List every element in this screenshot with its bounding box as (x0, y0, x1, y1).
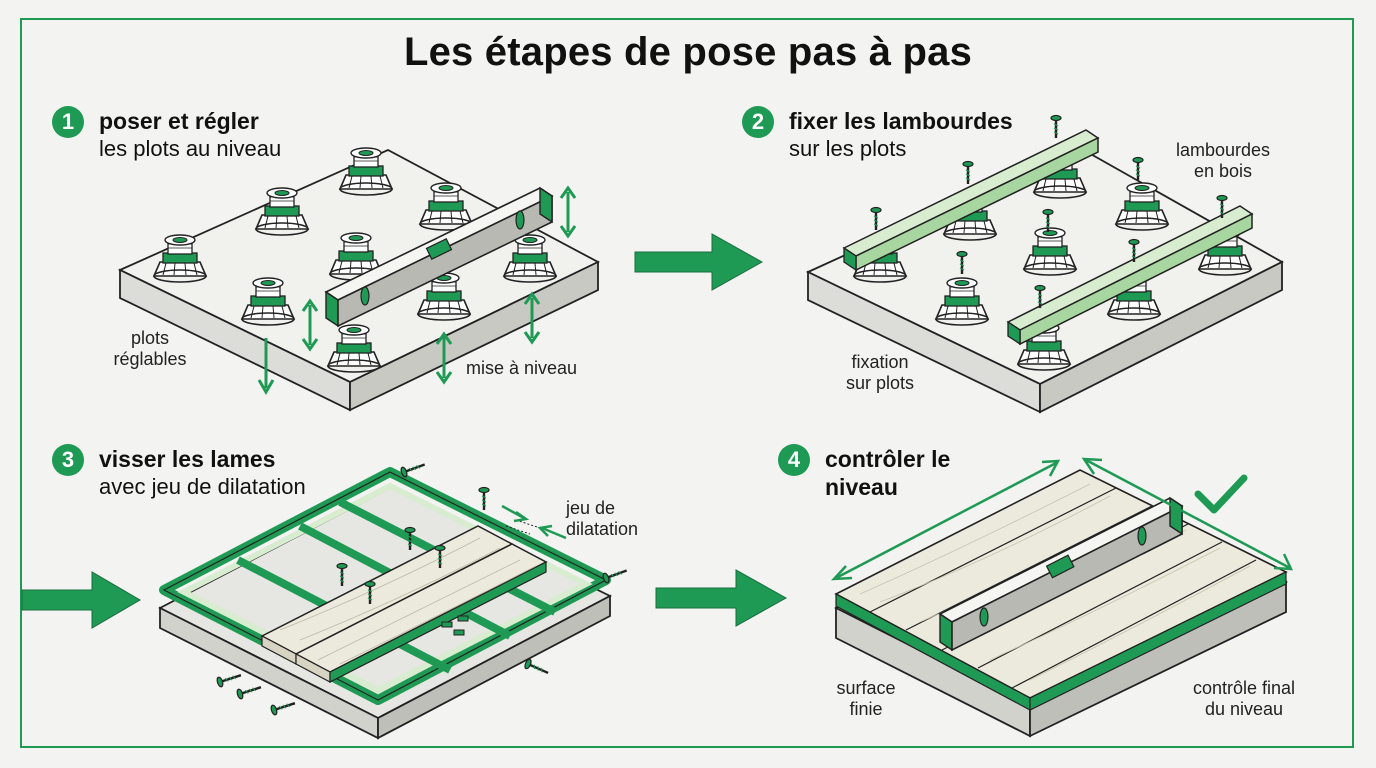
step1-number: 1 (52, 106, 84, 138)
step3-number: 3 (52, 444, 84, 476)
step3-title: visser les lames (99, 446, 276, 472)
spirit-level-icon (324, 186, 554, 328)
step2-label-fixation: fixation sur plots (828, 352, 932, 394)
label-line: dilatation (566, 519, 639, 539)
step3-illustration (158, 458, 630, 740)
step2-label-joists: lambourdes en bois (1158, 140, 1288, 182)
label-line: contrôle final (1192, 678, 1296, 698)
step4-label-surface: surface finie (816, 678, 916, 720)
label-line: réglables (113, 349, 187, 369)
label-line: jeu de (566, 498, 616, 518)
step4-title-line2: niveau (825, 474, 898, 500)
label-line: en bois (1193, 161, 1253, 181)
step1-label-plots: plots réglables (104, 328, 196, 370)
step3-label-gap: jeu de dilatation (566, 498, 672, 540)
label-line: sur plots (845, 373, 915, 393)
deck-boards (260, 525, 548, 683)
step2-illustration (805, 114, 1284, 414)
step2-title: fixer les lambourdes (789, 108, 1013, 134)
label-line: du niveau (1204, 699, 1284, 719)
arrow-right-icon (634, 233, 764, 291)
step1-illustration (117, 147, 600, 412)
arrow-right-icon (655, 569, 788, 627)
step4-title: contrôler le (825, 446, 951, 472)
step4-label-control: contrôle final du niveau (1174, 678, 1314, 720)
step1-subtitle: les plots au niveau (99, 136, 282, 161)
step4-illustration (830, 457, 1294, 738)
step2-subtitle: sur les plots (789, 136, 907, 161)
label-line: surface (836, 678, 896, 698)
step4-number: 4 (778, 444, 810, 476)
step3-subtitle: avec jeu de dilatation (99, 474, 306, 499)
label-line: lambourdes (1175, 140, 1271, 160)
step1-label-level: mise à niveau (466, 358, 578, 378)
label-line: fixation (851, 352, 909, 372)
step1-title: poser et régler (99, 108, 259, 134)
step2-number: 2 (742, 106, 774, 138)
label-line: finie (849, 699, 883, 719)
label-line: plots (130, 328, 170, 348)
page-title: Les étapes de pose pas à pas (403, 30, 973, 74)
down-arrow (257, 338, 275, 395)
spirit-level-icon (938, 496, 1184, 652)
arrow-right-icon (21, 571, 141, 629)
checkmark-icon (1194, 474, 1248, 514)
